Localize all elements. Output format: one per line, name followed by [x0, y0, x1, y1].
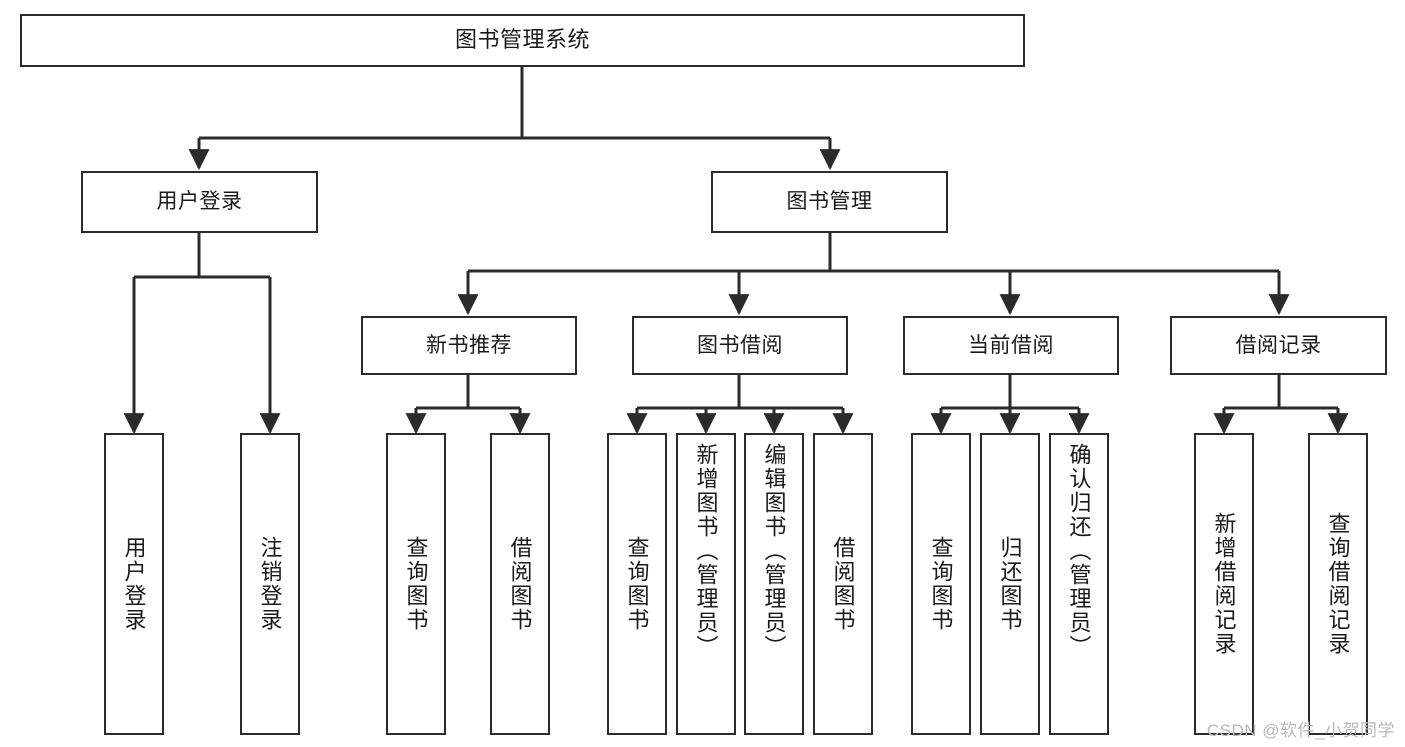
leaf-book-borrow-edit-admin[interactable]: 编辑图书（管理员） [744, 433, 804, 735]
leaf-current-borrow-query[interactable]: 查询图书 [911, 433, 971, 735]
node-label: 新书推荐 [426, 333, 512, 357]
node-label: 归还图书 [997, 536, 1023, 632]
node-label: 借阅图书 [507, 536, 533, 632]
node-label: 查询图书 [403, 536, 429, 632]
leaf-book-borrow-add-admin[interactable]: 新增图书（管理员） [676, 433, 736, 735]
node-label: 图书管理系统 [454, 27, 590, 53]
leaf-current-borrow-confirm-admin[interactable]: 确认归还（管理员） [1049, 433, 1109, 735]
node-label: 用户登录 [121, 536, 147, 632]
node-book-borrow[interactable]: 图书借阅 [632, 316, 848, 375]
leaf-borrow-record-query[interactable]: 查询借阅记录 [1308, 433, 1368, 735]
node-label: 查询借阅记录 [1325, 512, 1351, 656]
leaf-book-borrow-borrow[interactable]: 借阅图书 [813, 433, 873, 735]
node-borrow-record[interactable]: 借阅记录 [1170, 316, 1387, 375]
node-root-library-system[interactable]: 图书管理系统 [20, 14, 1025, 67]
leaf-new-book-borrow[interactable]: 借阅图书 [490, 433, 550, 735]
node-label: 新增图书（管理员） [693, 443, 719, 659]
leaf-borrow-record-add[interactable]: 新增借阅记录 [1194, 433, 1254, 735]
node-label: 图书借阅 [697, 333, 783, 357]
node-label: 查询图书 [624, 536, 650, 632]
node-label: 新增借阅记录 [1211, 512, 1237, 656]
node-label: 图书管理 [786, 190, 873, 214]
leaf-current-borrow-return[interactable]: 归还图书 [980, 433, 1040, 735]
leaf-new-book-query[interactable]: 查询图书 [386, 433, 446, 735]
leaf-user-login-logout[interactable]: 注销登录 [240, 433, 300, 735]
node-label: 借阅记录 [1235, 333, 1322, 357]
node-book-management[interactable]: 图书管理 [711, 171, 948, 233]
node-current-borrow[interactable]: 当前借阅 [903, 316, 1119, 375]
node-label: 编辑图书（管理员） [761, 443, 787, 659]
node-label: 当前借阅 [968, 333, 1054, 357]
leaf-book-borrow-query[interactable]: 查询图书 [607, 433, 667, 735]
node-label: 借阅图书 [830, 536, 856, 632]
node-label: 确认归还（管理员） [1066, 443, 1092, 659]
node-label: 注销登录 [257, 536, 283, 632]
node-label: 查询图书 [928, 536, 954, 632]
csdn-watermark: CSDN @软件_小贺同学 [1206, 721, 1395, 740]
leaf-user-login-login[interactable]: 用户登录 [104, 433, 164, 735]
node-new-book-recommend[interactable]: 新书推荐 [361, 316, 577, 375]
node-user-login[interactable]: 用户登录 [81, 171, 318, 233]
node-label: 用户登录 [156, 190, 243, 214]
